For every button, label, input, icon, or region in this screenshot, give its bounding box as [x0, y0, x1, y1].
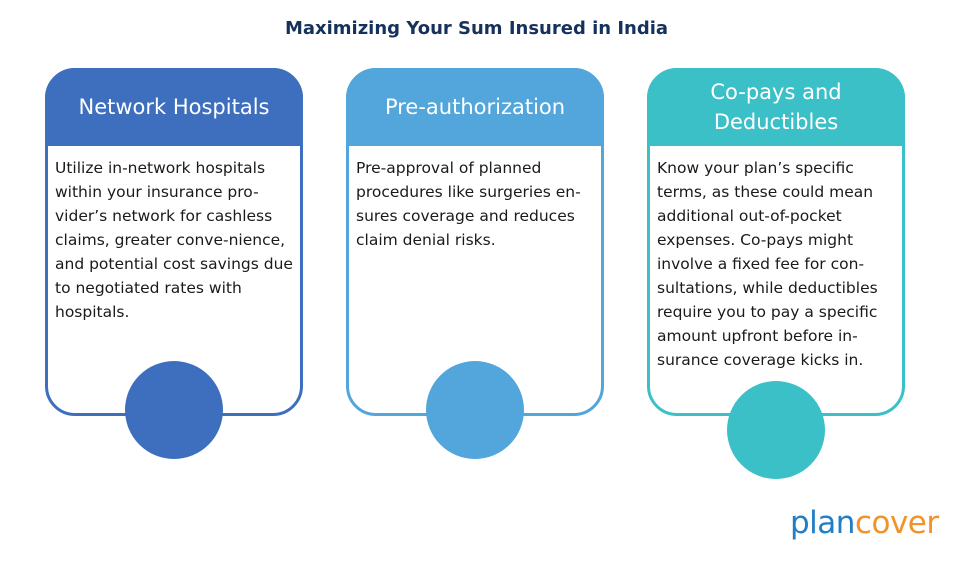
card-body: Pre-approval of planned procedures like …: [356, 159, 581, 249]
card-heading: Co-pays and Deductibles: [647, 68, 905, 146]
card-body: Utilize in-network hospitals within your…: [55, 159, 293, 321]
card-co-pays-deductibles: Co-pays and Deductibles Know your plan’s…: [647, 68, 905, 479]
card-heading: Pre-authorization: [346, 68, 604, 146]
card-heading: Network Hospitals: [45, 68, 303, 146]
logo-part-plan: plan: [790, 505, 855, 541]
card-pre-authorization: Pre-authorization Pre-approval of planne…: [346, 68, 604, 459]
logo-part-cover: cover: [854, 505, 939, 541]
circle-decoration: [727, 381, 825, 479]
circle-decoration: [125, 361, 223, 459]
page-title: Maximizing Your Sum Insured in India: [284, 18, 669, 39]
card-network-hospitals: Network Hospitals Utilize in-network hos…: [45, 68, 303, 459]
plancover-logo: plancover: [790, 505, 939, 541]
card-body: Know your plan’s specific terms, as thes…: [657, 159, 878, 369]
circle-decoration: [426, 361, 524, 459]
